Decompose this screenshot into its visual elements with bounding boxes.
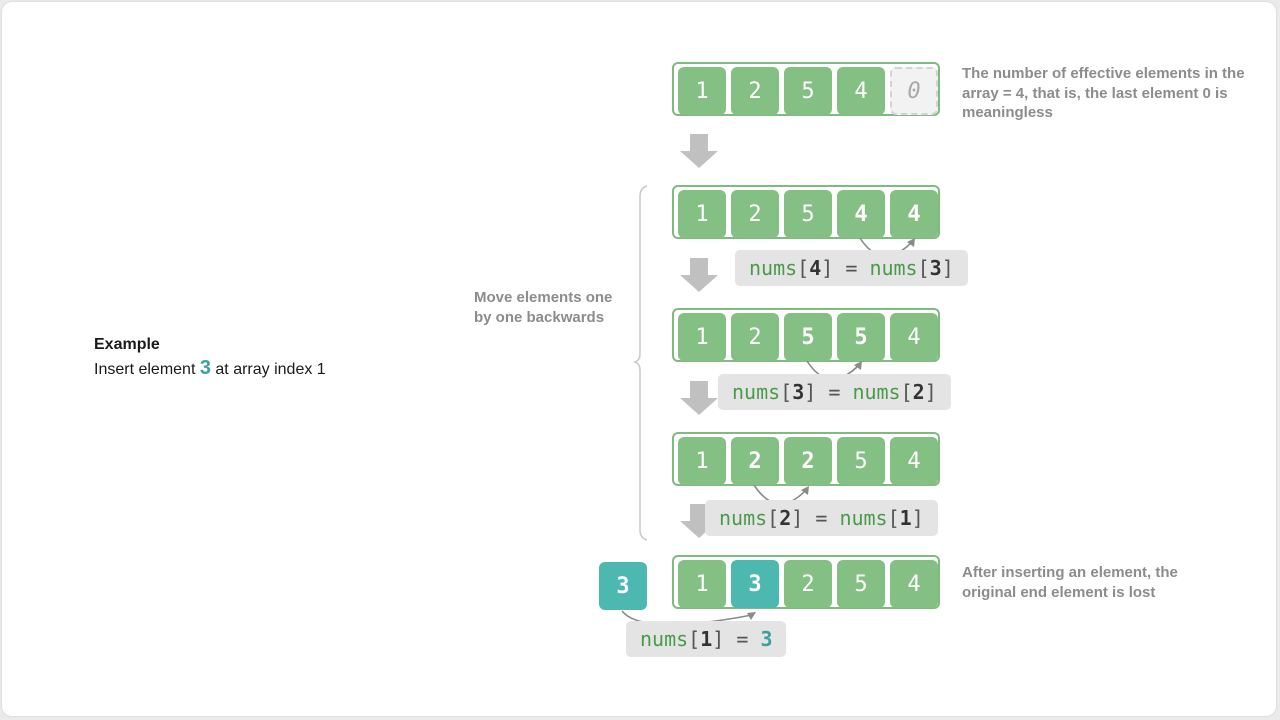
array-cell-inserted: 3 [731,560,779,608]
array-cell: 1 [678,67,726,115]
code-array-name: nums [852,380,901,404]
code-index: 2 [779,506,792,530]
assignment-label-4: nums[1] = 3 [626,621,787,657]
array-cell: 4 [837,67,885,115]
move-curves [621,237,913,626]
array-cell: 4 [890,313,938,361]
code-bracket: [ [688,627,701,651]
assignment-label-2: nums[3] = nums[2] [718,374,951,410]
array-cell: 5 [784,190,832,238]
code-bracket: ] [804,380,817,404]
example-description: Insert element 3 at array index 1 [94,357,326,380]
array-row-step-3: 1 2 2 5 4 [672,432,940,486]
code-bracket: ] [791,506,804,530]
code-value: 3 [760,627,773,651]
arrowhead-icon [854,361,862,370]
array-row-initial: 1 2 5 4 0 [672,62,940,116]
curve-arrowheads [747,238,915,620]
code-index: 1 [700,627,713,651]
array-cell: 5 [837,560,885,608]
array-row-step-2: 1 2 5 5 4 [672,308,940,362]
code-bracket: ] [911,506,924,530]
note-effective-elements: The number of effective elements in the … [962,65,1245,121]
code-equals: = [833,256,870,280]
code-index: 1 [899,506,912,530]
code-equals: = [816,380,853,404]
code-equals: = [803,506,840,530]
array-cell-source: 2 [731,437,779,485]
array-row-step-1: 1 2 5 4 4 [672,185,940,239]
code-bracket: [ [900,380,913,404]
code-bracket: ] [821,256,834,280]
code-bracket: ] [924,380,937,404]
array-cell-source: 5 [784,313,832,361]
assignment-label-1: nums[4] = nums[3] [735,250,968,286]
array-cell: 4 [890,560,938,608]
code-bracket: [ [767,506,780,530]
assignment-label-3: nums[2] = nums[1] [705,500,938,536]
down-arrow-icon [680,258,718,292]
array-cell-empty: 0 [890,67,938,115]
array-cell: 2 [731,190,779,238]
example-title: Example [94,336,160,353]
code-array-name: nums [719,506,768,530]
brace-icon [632,185,648,541]
array-cell-target: 5 [837,313,885,361]
code-array-name: nums [839,506,888,530]
element-to-insert: 3 [599,562,647,610]
array-cell: 4 [890,437,938,485]
array-row-final: 1 3 2 5 4 [672,555,940,609]
code-array-name: nums [869,256,918,280]
array-cell: 1 [678,437,726,485]
code-bracket: [ [797,256,810,280]
code-bracket: [ [780,380,793,404]
arrowhead-icon [907,238,915,247]
arrowhead-icon [747,612,756,620]
array-cell: 2 [731,313,779,361]
array-cell: 2 [784,560,832,608]
code-equals: = [724,627,761,651]
code-array-name: nums [732,380,781,404]
code-index: 3 [929,256,942,280]
array-cell: 1 [678,313,726,361]
code-bracket: [ [917,256,930,280]
array-cell: 2 [731,67,779,115]
code-bracket: ] [712,627,725,651]
example-desc-after: at array index 1 [210,361,326,378]
code-index: 2 [912,380,925,404]
code-bracket: ] [941,256,954,280]
move-backwards-label: Move elements one by one backwards [474,289,613,326]
code-array-name: nums [640,627,689,651]
code-array-name: nums [749,256,798,280]
example-element: 3 [199,357,211,379]
array-cell: 5 [784,67,832,115]
array-cell-target: 4 [890,190,938,238]
array-cell: 5 [837,437,885,485]
code-bracket: [ [887,506,900,530]
down-arrow-icon [680,134,718,168]
note-end-element-lost: After inserting an element, the original… [962,564,1178,601]
code-index: 3 [792,380,805,404]
down-arrow-icon [680,381,718,415]
down-arrows [680,134,718,538]
code-index: 4 [809,256,822,280]
array-cell-source: 4 [837,190,885,238]
array-cell: 1 [678,190,726,238]
array-cell-target: 2 [784,437,832,485]
array-cell: 1 [678,560,726,608]
example-desc-before: Insert element [94,361,200,378]
arrowhead-icon [801,486,809,495]
